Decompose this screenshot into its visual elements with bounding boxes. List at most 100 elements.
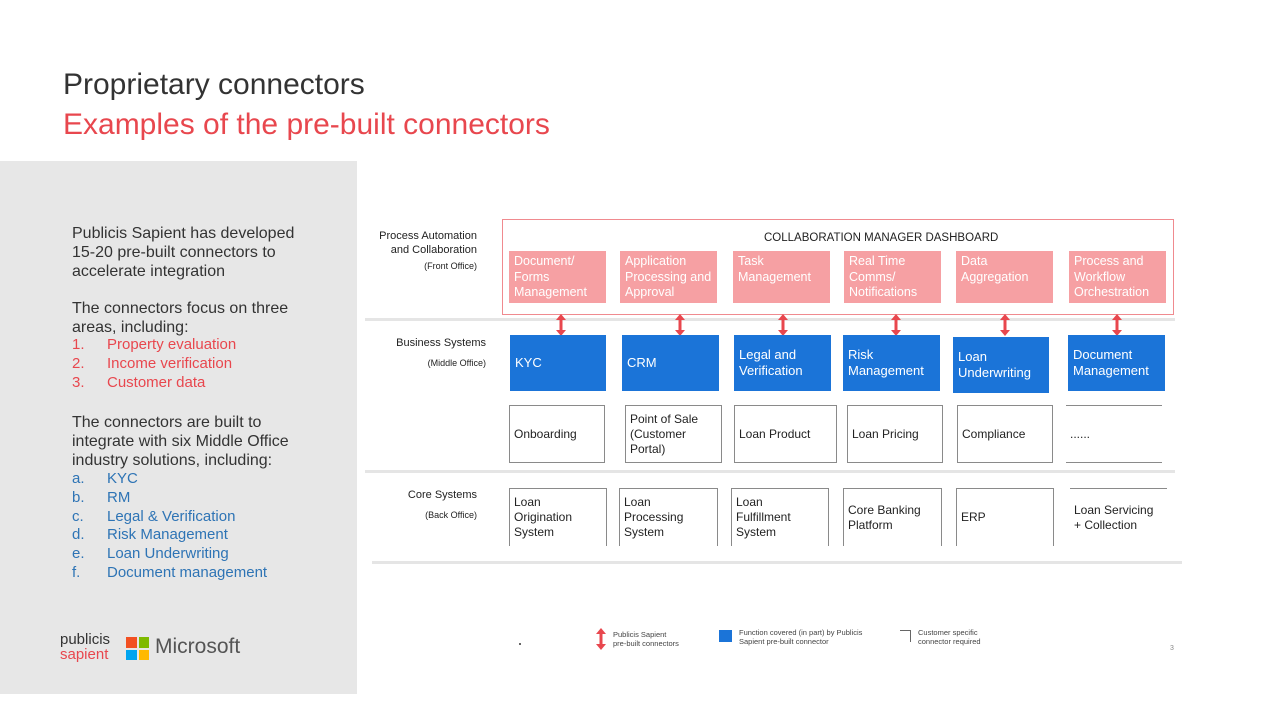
connector-arrow-icon [1112,314,1122,336]
middle-office-box: KYC [510,335,606,391]
box-label-line: Core Banking [848,502,921,517]
page-title: Proprietary connectors [63,68,365,101]
box-label-line: Management [514,285,587,299]
box-label-line: Processing [624,510,684,524]
box-label-line: Processing and [625,269,712,284]
box-label-line: Underwriting [958,365,1031,380]
box-label-line: Forms [514,269,550,284]
box-label-line: Application [625,254,687,268]
connector-arrow-icon [778,314,788,336]
box-label-line: Orchestration [1074,285,1150,299]
connector-arrow-icon [556,314,566,336]
microsoft-logo-text: Microsoft [155,635,241,658]
box-label-line: Comms/ [849,269,896,284]
list-item: b.RM [72,488,131,506]
row-label-front-office: Process Automation and Collaboration (Fr… [379,230,477,271]
list-item: e.Loan Underwriting [72,545,229,563]
box-label-line: Point of Sale [630,411,699,426]
box-label-line: ...... [1070,426,1091,441]
box-label-line: System [514,525,555,539]
box-label-line: Compliance [962,426,1026,441]
middle-office-custom-box: Onboarding [509,405,605,463]
box-label-line: Aggregation [961,269,1029,284]
built-intro: The connectors are built to integrate wi… [72,414,289,469]
box-label-line: Risk [848,347,874,362]
page-subtitle: Examples of the pre-built connectors [63,108,550,141]
back-office-box: Loan Servicing+ Collection [1070,488,1167,546]
list-item: 1.Property evaluation [72,336,237,353]
box-label-line: System [624,525,665,539]
box-label-line: Data [961,254,988,268]
list-item: a.KYC [72,470,138,487]
page-number: 3 [1170,645,1174,652]
box-label-line: (Customer [630,426,687,441]
microsoft-logo-icon [126,637,149,660]
box-label-line: Loan Servicing [1074,502,1154,517]
row-label-middle-office: Business Systems (Middle Office) [396,337,486,368]
legend-blue-swatch [719,630,732,642]
row-separator [372,561,1182,564]
list-item: 3.Customer data [72,373,206,391]
legend-outline-swatch [900,630,911,642]
list-item: f.Document management [72,563,268,581]
box-label-line: Platform [848,517,893,532]
box-label-line: Management [1073,363,1149,378]
collaboration-dashboard-frame [502,219,1174,315]
legend-arrow-icon [596,628,606,650]
list-item: 2.Income verification [72,354,233,372]
decorative-dot [519,643,521,645]
box-label-line: Loan [958,349,987,364]
box-label-line: Notifications [849,285,918,299]
intro-text: Publicis Sapient has developed 15-20 pre… [72,225,295,280]
connector-arrow-icon [891,314,901,336]
list-item: d.Risk Management [72,526,228,544]
box-label-line: Loan Pricing [852,426,919,441]
middle-office-box: CRM [622,335,719,391]
left-panel: Publicis Sapient has developed 15-20 pre… [0,161,357,694]
box-label-line: Verification [739,363,803,378]
box-label-line: Loan Origination [514,495,573,524]
box-label-line: Legal and [739,347,797,362]
row-separator [365,470,1175,473]
box-label-line: Loan Product [739,426,811,441]
dashboard-title: COLLABORATION MANAGER DASHBOARD [764,232,999,244]
box-label-line: Management [738,269,811,284]
connector-arrow-icon [675,314,685,336]
box-label-line: Management [848,363,924,378]
middle-office-custom-box: Compliance [957,405,1053,463]
built-list: a.KYC b.RM c.Legal & Verification d.Risk… [72,470,267,583]
publicis-sapient-logo: publicis sapient [60,631,111,663]
box-label-line: CRM [627,355,657,370]
middle-office-custom-box: Loan Pricing [847,405,943,463]
middle-office-custom-box: ...... [1066,405,1162,463]
box-label-line: Onboarding [514,426,577,441]
box-label-line: System [736,525,777,539]
box-label-line: Real Time [849,254,906,268]
box-label-line: Workflow [1074,269,1126,284]
box-label-line: ERP [961,510,986,524]
focus-list: 1.Property evaluation 2.Income verificat… [72,336,236,392]
focus-intro: The connectors focus on three areas, inc… [72,300,289,336]
middle-office-custom-box: Loan Product [734,405,837,463]
box-label-line: Portal) [630,441,666,456]
row-label-back-office: Core Systems (Back Office) [407,489,477,520]
row-separator [365,318,1175,321]
back-office-box: ERP [956,488,1054,546]
connector-arrow-icon [1000,314,1010,336]
